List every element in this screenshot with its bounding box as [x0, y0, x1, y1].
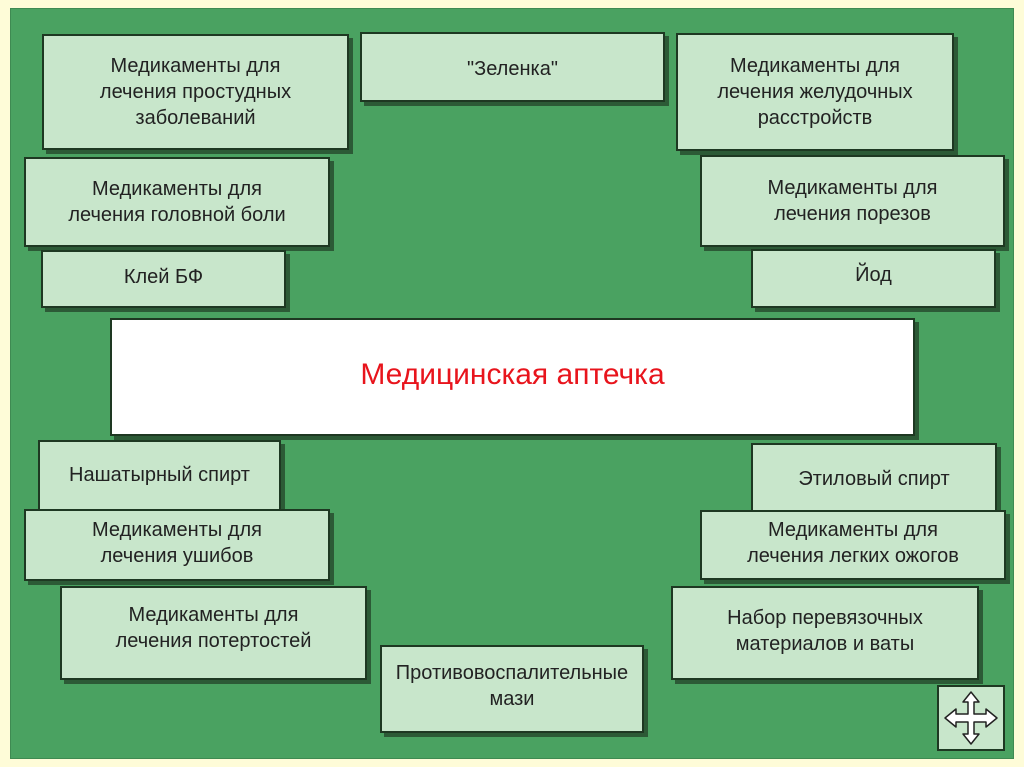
- item-ethyl-alcohol: Этиловый спирт: [751, 443, 997, 515]
- item-dressing-materials: Набор перевязочных материалов и ваты: [671, 586, 979, 680]
- navigation-button[interactable]: [937, 685, 1005, 751]
- item-cold-medicine: Медикаменты для лечения простудных забол…: [42, 34, 349, 150]
- item-stomach-medicine: Медикаменты для лечения желудочных расст…: [676, 33, 954, 151]
- item-cuts-medicine: Медикаменты для лечения порезов: [700, 155, 1005, 247]
- item-chafing-medicine: Медикаменты для лечения потертостей: [60, 586, 367, 680]
- four-way-arrows-icon: [944, 691, 998, 745]
- item-glue-bf: Клей БФ: [41, 250, 286, 308]
- item-burns-medicine: Медикаменты для лечения легких ожогов: [700, 510, 1006, 580]
- center-first-aid-kit: Медицинская аптечка: [110, 318, 915, 436]
- item-anti-inflammatory-ointments: Противовоспалительные мази: [380, 645, 644, 733]
- item-headache-medicine: Медикаменты для лечения головной боли: [24, 157, 330, 247]
- item-ammonia: Нашатырный спирт: [38, 440, 281, 513]
- item-zelenka: "Зеленка": [360, 32, 665, 102]
- item-iodine: Йод: [751, 249, 996, 308]
- item-bruises-medicine: Медикаменты для лечения ушибов: [24, 509, 330, 581]
